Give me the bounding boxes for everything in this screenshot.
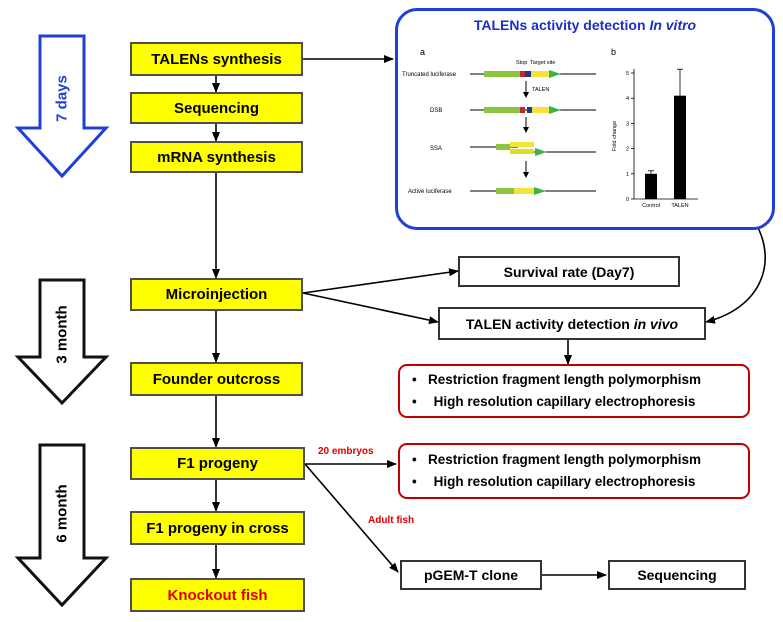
step-label-ssa: SSA bbox=[430, 146, 442, 152]
target-site-label: Target site bbox=[530, 60, 555, 66]
panel-b-label: b bbox=[611, 47, 616, 57]
y-axis-label: Fold change bbox=[612, 121, 618, 151]
step-label-dsb: DSB bbox=[430, 108, 442, 114]
phase-label-6-month: 6 month bbox=[53, 484, 71, 543]
y-tick-label: 2 bbox=[626, 147, 629, 153]
step-label-truncated: Truncated luciferase bbox=[402, 72, 457, 78]
in-vitro-title-italic: In vitro bbox=[649, 17, 697, 33]
survival-rate-box: Survival rate (Day7) bbox=[458, 256, 680, 287]
edge-label-adult-fish: Adult fish bbox=[368, 515, 415, 526]
step-mrna-synthesis: mRNA synthesis bbox=[130, 141, 303, 173]
stop-label: Stop bbox=[516, 60, 527, 66]
edge-label-20-embryos: 20 embryos bbox=[318, 446, 374, 457]
y-tick-label: 5 bbox=[626, 71, 629, 77]
category-label: TALEN bbox=[671, 203, 688, 209]
construct-truncated bbox=[470, 70, 596, 78]
in-vitro-panel: TALENs activity detection In vitro a b T… bbox=[395, 8, 775, 230]
step-knockout-fish: Knockout fish bbox=[130, 578, 305, 612]
construct-dsb bbox=[470, 106, 596, 114]
step-sequencing: Sequencing bbox=[130, 92, 303, 124]
assay-box-2: Restriction fragment length polymorphism… bbox=[398, 443, 750, 499]
construct-ssa bbox=[470, 142, 596, 156]
assay-item-rflp: Restriction fragment length polymorphism bbox=[410, 449, 701, 471]
sequencing-final-box: Sequencing bbox=[608, 560, 746, 590]
phase-label-3-month: 3 month bbox=[53, 305, 71, 364]
in-vitro-title: TALENs activity detection In vitro bbox=[398, 17, 772, 33]
y-tick-label: 0 bbox=[626, 197, 629, 203]
assay-item-hrce: High resolution capillary electrophoresi… bbox=[410, 471, 701, 493]
phase-label-7-days: 7 days bbox=[53, 75, 71, 122]
step-microinjection: Microinjection bbox=[130, 278, 303, 311]
assay-item-hrce: High resolution capillary electrophoresi… bbox=[410, 391, 701, 413]
panel-a-label: a bbox=[420, 47, 425, 57]
in-vitro-title-text: TALENs activity detection bbox=[473, 17, 650, 33]
timeline-arrow-3-month bbox=[14, 278, 110, 406]
talen-label: TALEN bbox=[532, 87, 549, 93]
step-founder-outcross: Founder outcross bbox=[130, 362, 303, 396]
step-label-active: Active luciferase bbox=[408, 189, 452, 195]
timeline-arrow-7-days bbox=[14, 34, 110, 179]
step-talens-synthesis: TALENs synthesis bbox=[130, 42, 303, 76]
timeline-arrow-6-month bbox=[14, 443, 110, 608]
construct-active bbox=[470, 187, 596, 195]
y-tick-label: 4 bbox=[626, 96, 629, 102]
bar-talen bbox=[674, 95, 686, 199]
step-f1-progeny: F1 progeny bbox=[130, 447, 305, 480]
y-tick-label: 3 bbox=[626, 121, 629, 127]
assay-box-1: Restriction fragment length polymorphism… bbox=[398, 364, 750, 418]
in-vitro-figure: a b Truncated luciferase Stop Target sit… bbox=[402, 47, 698, 209]
assay-item-rflp: Restriction fragment length polymorphism bbox=[410, 369, 701, 391]
category-label: Control bbox=[642, 203, 660, 209]
talen-in-vivo-italic: in vivo bbox=[633, 315, 679, 332]
bar-control bbox=[645, 173, 657, 199]
pgem-clone-box: pGEM-T clone bbox=[400, 560, 542, 590]
talen-in-vivo-label: TALEN activity detection bbox=[465, 315, 634, 332]
y-tick-label: 1 bbox=[626, 172, 629, 178]
step-f1-progeny-incross: F1 progeny in cross bbox=[130, 511, 305, 545]
talen-in-vivo-box: TALEN activity detection in vivo bbox=[438, 307, 706, 340]
